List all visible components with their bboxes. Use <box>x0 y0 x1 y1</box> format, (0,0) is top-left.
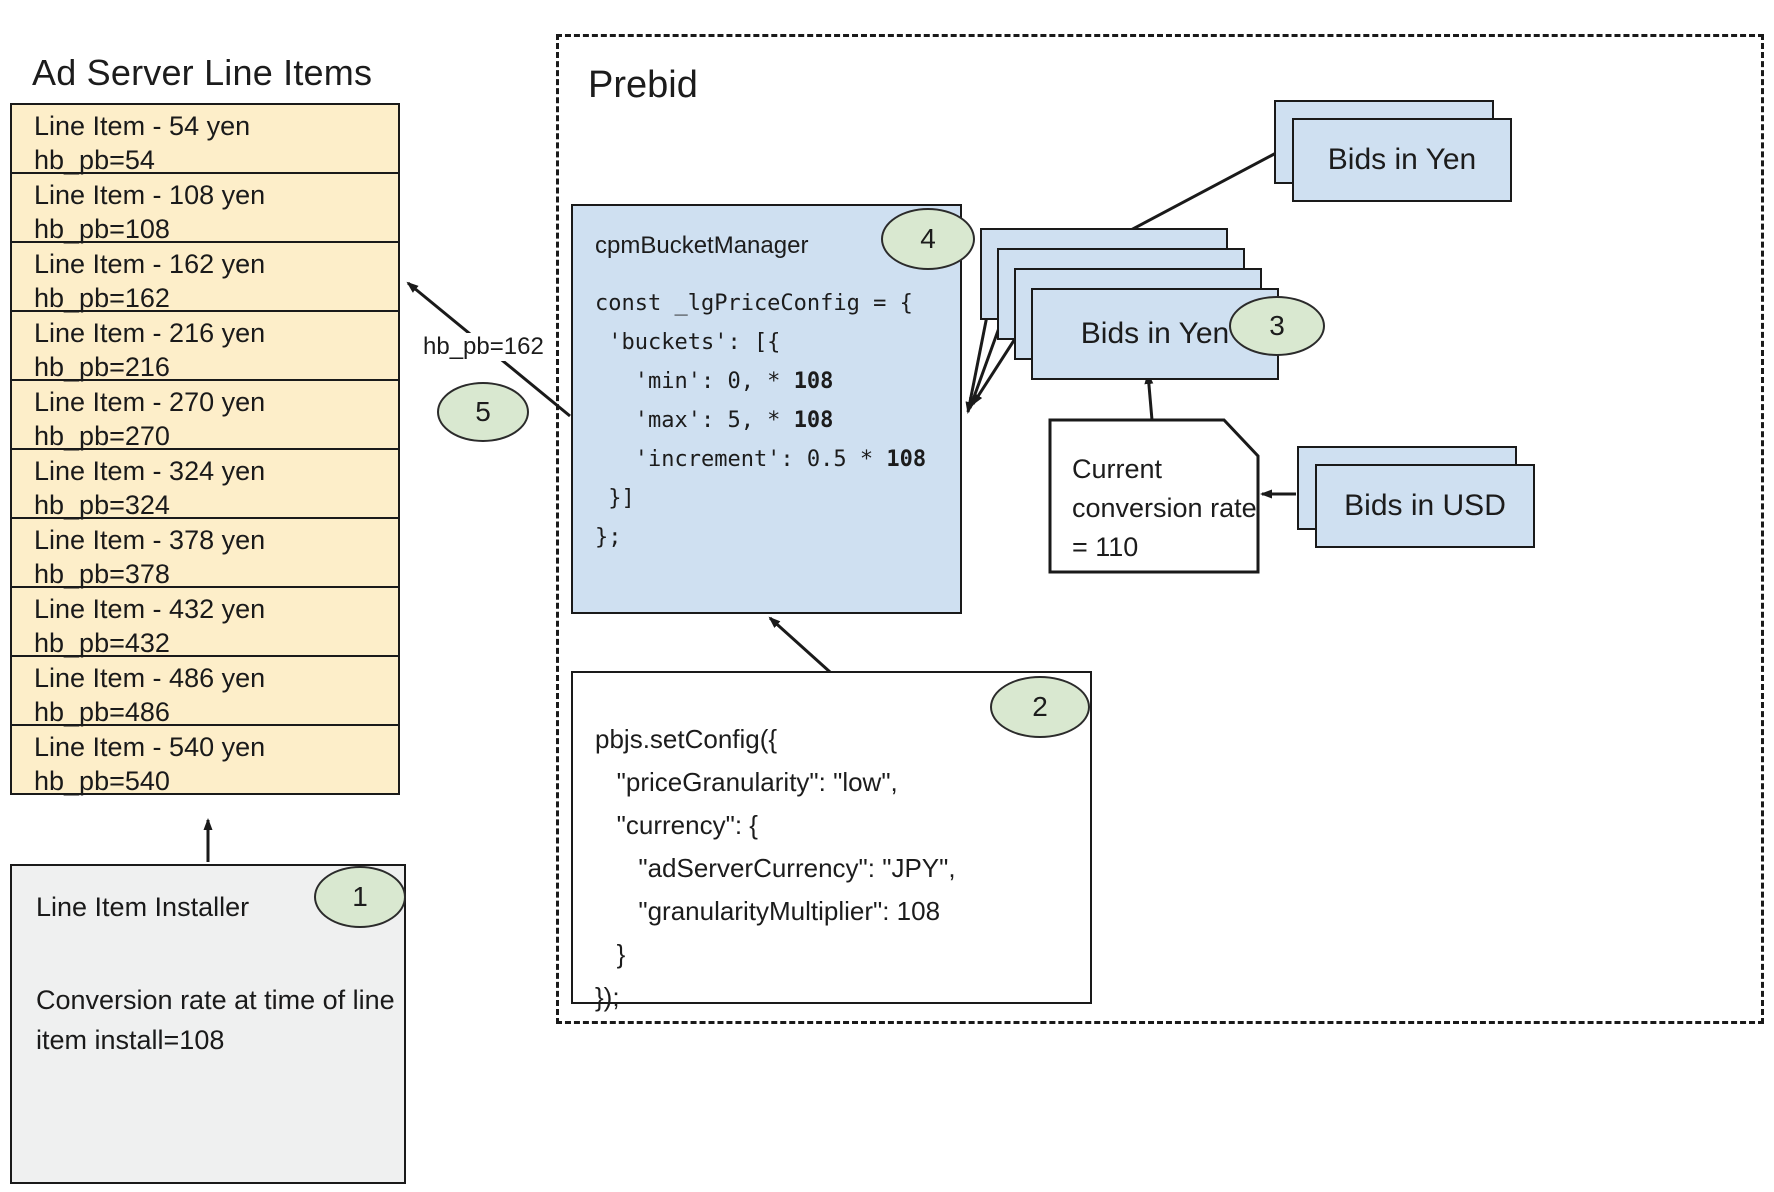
line-item-name: Line Item - 162 yen <box>34 249 266 279</box>
step-bubble-4: 4 <box>881 208 975 270</box>
line-item-row[interactable]: Line Item - 216 yen hb_pb=216 <box>12 312 398 382</box>
prebid-title: Prebid <box>588 64 698 106</box>
code-line: "currency": { <box>595 810 758 840</box>
step-bubble-1: 1 <box>314 866 406 928</box>
bids-in-yen-stack[interactable]: Bids in Yen <box>980 228 1279 380</box>
line-item-row[interactable]: Line Item - 432 yen hb_pb=432 <box>12 588 398 658</box>
code-line: const _lgPriceConfig = { <box>595 291 913 316</box>
bids-in-usd-card-front[interactable]: Bids in USD <box>1315 464 1535 548</box>
bids-in-yen-outer-label: Bids in Yen <box>1327 143 1477 176</box>
line-item-key: hb_pb=216 <box>34 352 170 382</box>
line-item-key: hb_pb=108 <box>34 214 170 244</box>
code-line: 'buckets': [{ <box>595 330 781 355</box>
code-line: pbjs.setConfig({ <box>595 724 778 754</box>
cpm-bucket-manager-box[interactable]: cpmBucketManager const _lgPriceConfig = … <box>571 204 962 614</box>
line-item-key: hb_pb=486 <box>34 697 170 727</box>
arrow-setconfig-to-cpm <box>768 616 832 674</box>
conversion-rate-note: Current conversion rate = 110 <box>1050 420 1258 572</box>
code-line: }; <box>595 525 622 550</box>
line-item-key: hb_pb=378 <box>34 559 170 589</box>
bids-in-usd-stack[interactable]: Bids in USD <box>1297 446 1537 548</box>
line-item-row[interactable]: Line Item - 486 yen hb_pb=486 <box>12 657 398 727</box>
line-item-name: Line Item - 324 yen <box>34 456 266 486</box>
code-line: "priceGranularity": "low", <box>595 767 898 797</box>
line-item-key: hb_pb=270 <box>34 421 170 451</box>
code-line: 'max': 5, * 108 <box>595 408 834 433</box>
bids-in-yen-outer-card-front[interactable]: Bids in Yen <box>1292 118 1512 202</box>
bids-in-usd-label: Bids in USD <box>1344 489 1506 522</box>
bids-in-yen-outer-stack[interactable]: Bids in Yen <box>1274 100 1514 202</box>
line-item-key: hb_pb=432 <box>34 628 170 658</box>
code-line: }); <box>595 982 620 1012</box>
code-line: 'min': 0, * 108 <box>595 369 834 394</box>
installer-conversion-note: Conversion rate at time of line item ins… <box>36 985 395 1055</box>
ad-server-title: Ad Server Line Items <box>32 52 373 93</box>
line-item-row[interactable]: Line Item - 378 yen hb_pb=378 <box>12 519 398 589</box>
code-line: 'increment': 0.5 * 108 <box>595 447 927 472</box>
prebid-boundary <box>556 34 1764 1024</box>
line-item-name: Line Item - 54 yen <box>34 111 251 141</box>
line-item-name: Line Item - 432 yen <box>34 594 266 624</box>
arrow-convnote-to-yen <box>1144 372 1154 421</box>
line-item-name: Line Item - 270 yen <box>34 387 266 417</box>
code-line: "adServerCurrency": "JPY", <box>595 853 956 883</box>
line-item-key: hb_pb=324 <box>34 490 170 520</box>
setconfig-code: pbjs.setConfig({ "priceGranularity": "lo… <box>595 718 1090 1019</box>
line-item-row[interactable]: Line Item - 54 yen hb_pb=54 <box>12 105 398 175</box>
line-item-name: Line Item - 216 yen <box>34 318 266 348</box>
line-item-row[interactable]: Line Item - 270 yen hb_pb=270 <box>12 381 398 451</box>
line-item-key: hb_pb=54 <box>34 145 155 175</box>
conv-note-shape <box>1048 418 1260 574</box>
code-line: "granularityMultiplier": 108 <box>595 896 941 926</box>
code-line: } <box>595 939 626 969</box>
edge-label-hb-pb: hb_pb=162 <box>421 333 546 361</box>
line-item-key: hb_pb=162 <box>34 283 170 313</box>
cpm-bucket-manager-code: const _lgPriceConfig = { 'buckets': [{ '… <box>595 284 960 557</box>
installer-title: Line Item Installer <box>36 892 250 922</box>
cpm-bucket-manager-title: cpmBucketManager <box>595 232 809 259</box>
step-bubble-5: 5 <box>437 382 529 442</box>
step-bubble-2: 2 <box>990 676 1090 738</box>
line-item-row[interactable]: Line Item - 540 yen hb_pb=540 <box>12 726 398 796</box>
line-item-row[interactable]: Line Item - 162 yen hb_pb=162 <box>12 243 398 313</box>
line-item-key: hb_pb=540 <box>34 766 170 796</box>
conversion-rate-note-text: Current conversion rate = 110 <box>1072 454 1257 562</box>
code-line: }] <box>595 486 635 511</box>
bids-in-yen-label: Bids in Yen <box>1080 317 1230 350</box>
line-item-name: Line Item - 540 yen <box>34 732 266 762</box>
line-item-row[interactable]: Line Item - 108 yen hb_pb=108 <box>12 174 398 244</box>
line-item-name: Line Item - 378 yen <box>34 525 266 555</box>
arrow-yen-outer-to-inner <box>1110 150 1279 242</box>
line-item-row[interactable]: Line Item - 324 yen hb_pb=324 <box>12 450 398 520</box>
step-bubble-3: 3 <box>1229 296 1325 356</box>
line-item-name: Line Item - 108 yen <box>34 180 266 210</box>
line-item-name: Line Item - 486 yen <box>34 663 266 693</box>
